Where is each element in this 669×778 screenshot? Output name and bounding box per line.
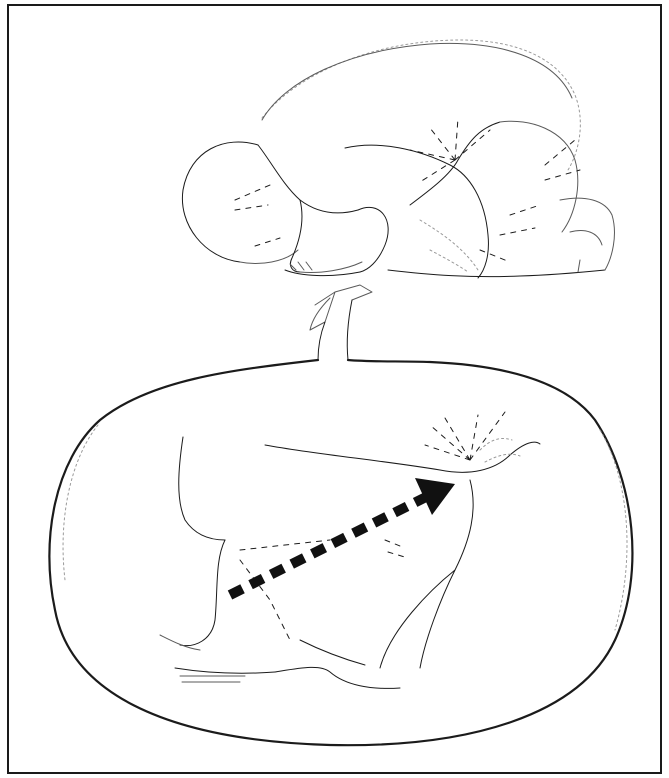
knee-closeup-drawing — [160, 412, 540, 688]
prostrating-figure — [182, 40, 614, 278]
upward-arrow — [310, 285, 372, 360]
knee-closeup-bubble — [49, 360, 632, 745]
